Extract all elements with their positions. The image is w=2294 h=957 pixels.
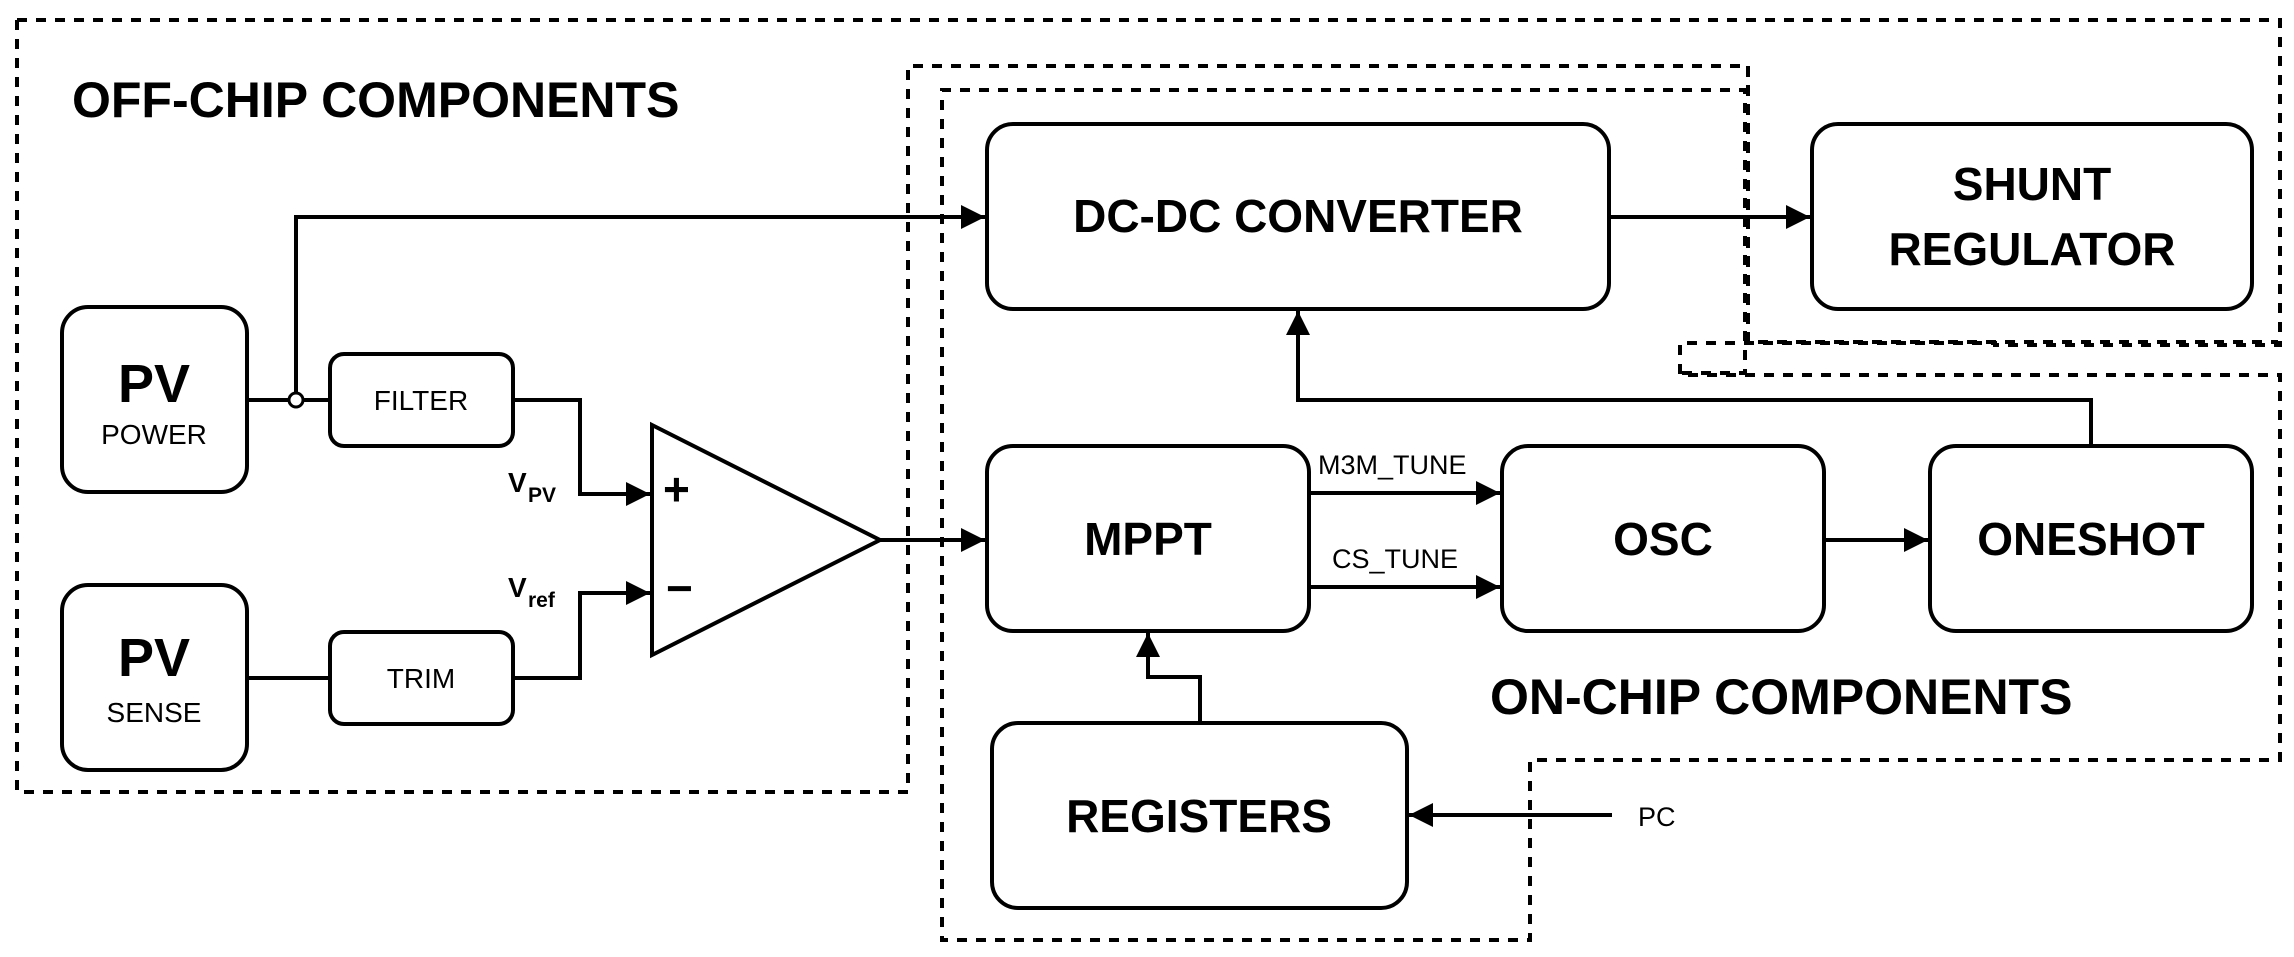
junction-node <box>287 391 305 409</box>
oneshot-to-dcdc-wire <box>1286 311 2093 446</box>
minus-sign: − <box>666 562 693 614</box>
svg-text:PV: PV <box>528 484 556 507</box>
dcdc-label: DC-DC CONVERTER <box>1073 190 1523 242</box>
mppt-block: MPPT <box>985 444 1311 633</box>
oneshot-label: ONESHOT <box>1977 513 2204 565</box>
pv-sense-title: PV <box>118 628 190 688</box>
registers-to-mppt-wire <box>1136 633 1202 723</box>
svg-text:ref: ref <box>528 589 556 612</box>
osc-label: OSC <box>1613 513 1713 565</box>
pv-power-sub: POWER <box>101 419 207 450</box>
mppt-label: MPPT <box>1084 513 1212 565</box>
trim-to-minus-wire <box>513 581 650 680</box>
osc-block: OSC <box>1500 444 1826 633</box>
comparator: + − <box>650 421 885 659</box>
pv-power-to-dcdc-wire <box>294 205 985 393</box>
m3m-tune-label: M3M_TUNE <box>1318 450 1467 480</box>
svg-text:V: V <box>508 467 527 498</box>
plus-sign: + <box>663 463 690 515</box>
pv-sense-block: PV SENSE <box>60 583 249 772</box>
pv-sense-sub: SENSE <box>107 697 202 728</box>
off-chip-boundary <box>17 18 2282 942</box>
filter-to-plus-wire <box>513 398 650 506</box>
svg-text:V: V <box>508 572 527 603</box>
vref-label: V ref <box>508 572 556 612</box>
trim-block: TRIM <box>328 630 515 726</box>
pv-power-title: PV <box>118 354 190 414</box>
off-chip-label: OFF-CHIP COMPONENTS <box>72 72 679 128</box>
on-chip-label: ON-CHIP COMPONENTS <box>1490 669 2072 725</box>
pv-power-block: PV POWER <box>60 305 249 494</box>
filter-label: FILTER <box>374 385 468 416</box>
filter-block: FILTER <box>328 352 515 448</box>
shunt-label-2: REGULATOR <box>1888 223 2175 275</box>
registers-label: REGISTERS <box>1066 790 1332 842</box>
shunt-label-1: SHUNT <box>1953 158 2111 210</box>
vpv-label: V PV <box>508 467 556 507</box>
cs-tune-label: CS_TUNE <box>1332 544 1458 574</box>
shunt-regulator-block: SHUNT REGULATOR <box>1810 122 2254 311</box>
dcdc-converter-block: DC-DC CONVERTER <box>985 122 1611 311</box>
oneshot-block: ONESHOT <box>1928 444 2254 633</box>
registers-block: REGISTERS <box>990 721 1409 910</box>
pc-label: PC <box>1638 802 1676 832</box>
trim-label: TRIM <box>387 663 455 694</box>
